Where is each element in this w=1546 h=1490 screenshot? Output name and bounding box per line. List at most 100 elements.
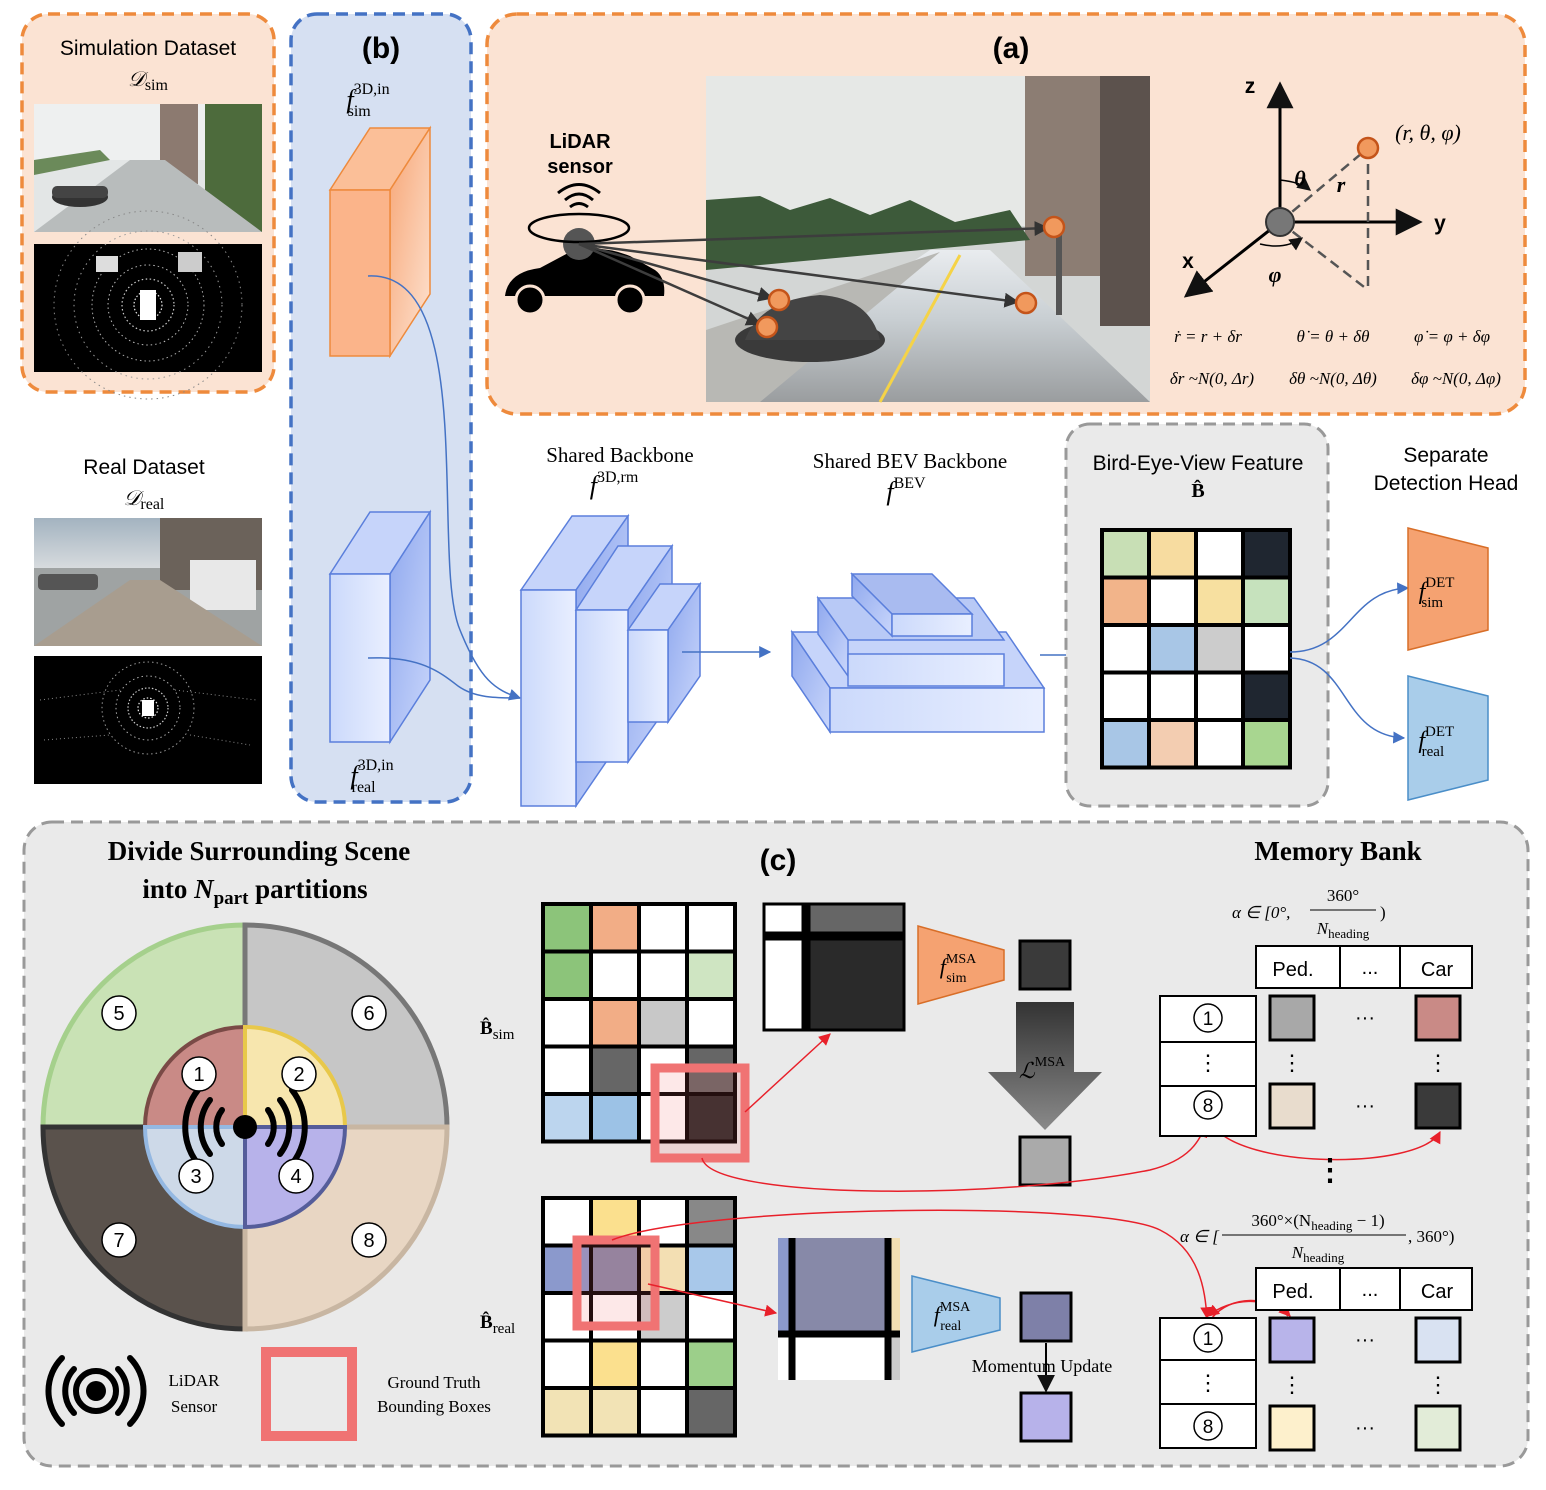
backbone-f: f — [590, 471, 601, 500]
svg-text:B̂sim: B̂sim — [480, 1018, 515, 1043]
memory-bank-table-2 — [1159, 1267, 1473, 1452]
backbone-title: Shared Backbone — [546, 443, 694, 467]
svg-text:fBEV: fBEV — [886, 475, 926, 506]
sim-det-sup: DET — [1425, 575, 1454, 591]
b-sim-cell — [685, 997, 737, 1049]
sim-camera-image — [34, 104, 262, 232]
bank-between-vdots: ⋮ — [1315, 1154, 1345, 1187]
bank1-ped-vdots: ⋮ — [1281, 1050, 1303, 1075]
b-real-cell — [541, 1386, 593, 1438]
backbone-sup: 3D,rm — [597, 469, 639, 486]
spherical-coordinate-axes — [1183, 81, 1423, 298]
point-coordinate-label: (r, θ, φ) — [1395, 120, 1461, 145]
partition-marker-3 — [178, 1158, 214, 1194]
bev-cell — [1100, 718, 1151, 770]
bank2-col-car: Car — [1421, 1281, 1454, 1303]
real-det-f: f — [1418, 728, 1428, 754]
det-head-title-line2: Detection Head — [1374, 472, 1519, 495]
bank1-row-vdots: ⋮ — [1197, 1050, 1219, 1075]
bank1-car-1 — [1414, 994, 1462, 1042]
alpha2-num-sub: heading — [1311, 1218, 1353, 1233]
lidar-label-line1: LiDAR — [549, 131, 611, 153]
partition-label-7: 7 — [113, 1230, 124, 1252]
partition-disc — [40, 922, 450, 1332]
divide-title-sub: part — [214, 888, 250, 909]
bank2-car-8 — [1414, 1404, 1462, 1452]
b-sim-cell — [589, 902, 641, 954]
b-sim-cell — [637, 997, 689, 1049]
b-sim-cell — [541, 949, 593, 1001]
alpha2-close: , 360°) — [1408, 1227, 1454, 1246]
bank2-car-1 — [1414, 1316, 1462, 1364]
alpha1-close: ) — [1380, 903, 1386, 922]
bev-backbone-slabs — [790, 572, 1046, 735]
bank1-col-dots: ... — [1362, 957, 1379, 979]
divide-title-into: into — [142, 874, 194, 904]
real-det-sup: DET — [1425, 724, 1454, 740]
bank1-ped-1 — [1268, 994, 1316, 1042]
msa-real-head — [911, 1275, 1001, 1353]
msa-real-sup: MSA — [940, 1300, 971, 1315]
svg-text:B̂real: B̂real — [480, 1312, 515, 1337]
bank2-ped-8 — [1268, 1404, 1316, 1452]
momentum-update-label: Momentum Update — [972, 1356, 1112, 1376]
lidar-rays — [578, 220, 1050, 326]
bev-backbone: Shared BEV Backbone fBEV — [790, 449, 1100, 735]
real-zoom-arrow — [647, 1283, 778, 1317]
real-camera-image — [34, 518, 262, 646]
real-dataset-symbol: 𝒟 — [124, 486, 145, 510]
bank1-row-8: 8 — [1203, 1096, 1214, 1117]
msa-real-f: f — [934, 1302, 943, 1327]
panel-c: (c) Divide Surrounding Scene into Npart … — [22, 820, 1530, 1468]
msa-sim-sub: sim — [946, 971, 966, 986]
real-det-sub: real — [1422, 744, 1444, 760]
bank1-col-car: Car — [1421, 959, 1454, 981]
ray-hit-points — [755, 215, 1066, 339]
b-real-cell — [637, 1338, 689, 1390]
bev-cell — [1241, 718, 1292, 770]
real-input-f: f — [350, 761, 361, 790]
msa-sim-sup: MSA — [946, 952, 977, 967]
partition-marker-1 — [181, 1056, 217, 1092]
bev-cell — [1194, 623, 1245, 675]
sim-gt-box — [650, 1063, 750, 1163]
sim-detection-head — [1407, 527, 1489, 651]
b-sim-cell — [637, 949, 689, 1001]
bev-backbone-sup: BEV — [894, 475, 926, 492]
b-real-cell — [685, 1291, 737, 1343]
real-zoom-patch — [778, 1238, 900, 1380]
divide-title-n: N — [193, 874, 215, 904]
sim-det-sub: sim — [1421, 595, 1443, 611]
bev-cell — [1147, 623, 1198, 675]
alpha2-num: 360°×(N — [1251, 1211, 1311, 1230]
partition-marker-4 — [278, 1158, 314, 1194]
axis-z-label: z — [1245, 75, 1256, 98]
feature-to-real-head-arrow — [1289, 657, 1406, 744]
bank2-row-1: 1 — [1203, 1329, 1214, 1350]
axis-y-label: y — [1434, 212, 1446, 235]
bank2-hdots-1: ··· — [1355, 1329, 1375, 1351]
svg-text:𝒟real: 𝒟real — [124, 486, 165, 513]
sim-dataset-title: Simulation Dataset — [60, 37, 236, 60]
eq-phi-noise: δφ ~N(0, Δφ) — [1411, 369, 1501, 388]
sim-dataset-symbol: 𝒟 — [128, 67, 149, 91]
svg-text:360°×(Nheading − 1): 360°×(Nheading − 1) — [1251, 1211, 1384, 1233]
bank2-hdots-8: ··· — [1355, 1417, 1375, 1439]
b-real-cell — [541, 1291, 593, 1343]
bank2-row-8: 8 — [1203, 1417, 1214, 1438]
feature-to-sim-head-arrow — [1289, 582, 1410, 653]
eq-r-perturb: ṙ = r + δr — [1174, 327, 1242, 346]
partition-label-4: 4 — [290, 1166, 301, 1188]
memory-bank-title: Memory Bank — [1254, 836, 1421, 866]
partition-label-6: 6 — [363, 1003, 374, 1025]
legend-lidar-line1: LiDAR — [169, 1371, 221, 1390]
bev-feature-grid — [1100, 528, 1292, 770]
real-dataset-title: Real Dataset — [83, 456, 205, 479]
bank2-car-vdots: ⋮ — [1427, 1372, 1449, 1397]
b-real-cell — [685, 1338, 737, 1390]
real-dataset-sub: real — [140, 496, 165, 513]
bev-cell — [1194, 718, 1245, 770]
bank1-row-1: 1 — [1203, 1009, 1214, 1030]
